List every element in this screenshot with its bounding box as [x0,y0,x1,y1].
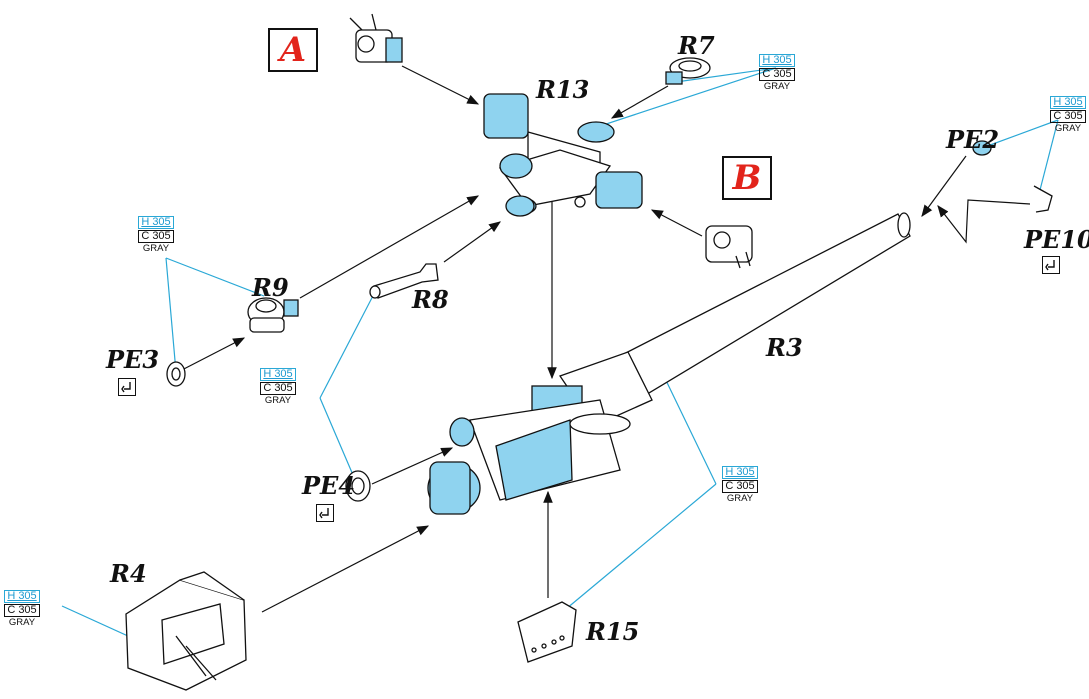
paint-callout-lines [61,67,1059,637]
part-r7 [665,57,711,85]
part-r4-housing [125,571,247,691]
part-r13-assembly [483,93,643,217]
part-pe4-ring [345,470,371,502]
label-pe2: PE2 [946,125,1000,154]
label-r13: R13 [536,75,590,104]
label-pe10: PE10 [1024,225,1089,254]
assembly-arrows [177,65,967,613]
paint-color-name: GRAY [264,395,292,406]
part-r9 [247,297,299,333]
part-r3-barrel [427,212,911,515]
label-r7: R7 [678,31,715,60]
paint-code-h: H 305 [1050,96,1086,109]
label-r3: R3 [766,333,803,362]
paint-code-h: H 305 [4,590,40,603]
paint-color-name: GRAY [726,493,754,504]
section-a-box: A [268,28,318,72]
paint-code-c: C 305 [722,480,758,493]
paint-code-c: C 305 [138,230,174,243]
section-a-letter: A [279,30,307,70]
bend-instruction-icon [316,504,334,522]
paint-code-c: C 305 [4,604,40,617]
part-pe2-disc [972,140,992,156]
part-r8 [369,263,439,299]
paint-color-name: GRAY [8,617,36,628]
label-pe4: PE4 [302,471,356,500]
label-pe3: PE3 [106,345,160,374]
paint-code-h: H 305 [722,466,758,479]
paint-code-h: H 305 [260,368,296,381]
paint-color-name: GRAY [763,81,791,92]
paint-code-h: H 305 [138,216,174,229]
part-pe10-bracket [1033,185,1053,213]
section-b-box: B [722,156,772,200]
paint-color-name: GRAY [142,243,170,254]
section-b-letter: B [732,158,762,198]
paint-callout-r8: H 305 C 305 GRAY [256,368,300,406]
part-a-mount [349,13,403,63]
paint-callout-r4: H 305 C 305 GRAY [0,590,44,628]
part-pe3-ring [166,361,186,387]
label-r8: R8 [412,285,449,314]
part-r15-scale [517,601,577,663]
label-r15: R15 [586,617,640,646]
label-r9: R9 [252,273,289,302]
bend-instruction-icon [1042,256,1060,274]
paint-callout-r9: H 305 C 305 GRAY [134,216,178,254]
paint-callout-r3: H 305 C 305 GRAY [718,466,762,504]
paint-code-c: C 305 [260,382,296,395]
paint-callout-r7: H 305 C 305 GRAY [755,54,799,92]
paint-code-h: H 305 [759,54,795,67]
label-r4: R4 [110,559,147,588]
paint-color-name: GRAY [1054,123,1082,134]
paint-callout-pe2: H 305 C 305 GRAY [1046,96,1089,134]
paint-code-c: C 305 [1050,110,1086,123]
paint-code-c: C 305 [759,68,795,81]
part-b-mount [705,225,753,269]
bend-instruction-icon [118,378,136,396]
